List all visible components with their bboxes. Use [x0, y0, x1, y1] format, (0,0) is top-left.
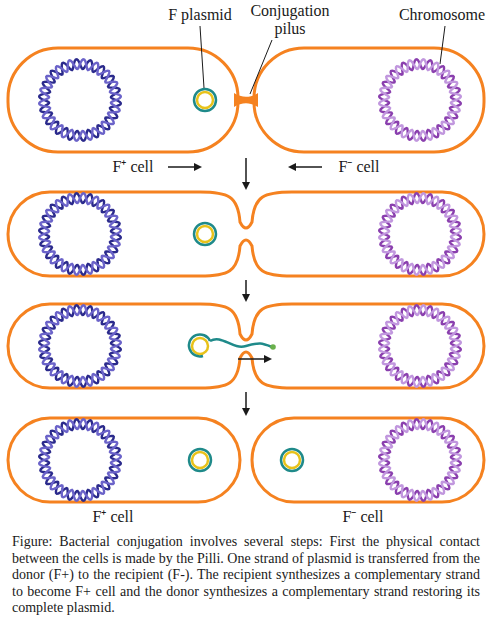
- transferred-strand: [210, 339, 272, 347]
- chromosome: [39, 305, 121, 387]
- part-label: F plasmid: [150, 6, 250, 24]
- plasmid-strand: [197, 226, 213, 242]
- chromosome: [39, 419, 121, 501]
- plasmid-strand: [194, 89, 216, 111]
- chromosome: [39, 419, 121, 501]
- plasmid-strand: [284, 452, 300, 468]
- plasmid-strand: [197, 92, 213, 108]
- chromosome: [379, 193, 461, 275]
- recipient-cell: [254, 48, 484, 152]
- leader-line: [250, 40, 272, 94]
- cell-label: F⁻ cell: [330, 508, 396, 526]
- donor-cell: [8, 418, 240, 502]
- donor-cell: [8, 48, 238, 152]
- chromosome: [39, 193, 121, 275]
- chromosome: [39, 193, 121, 275]
- conjugation-pilus: [234, 93, 258, 107]
- leader-line: [440, 26, 445, 64]
- part-label: Chromosome: [392, 6, 492, 24]
- chromosome: [379, 193, 461, 275]
- plasmid-strand: [192, 452, 208, 468]
- step-arrow: [245, 392, 247, 414]
- chromosome: [379, 305, 461, 387]
- chromosome: [379, 419, 461, 501]
- cell-label: F⁺ cell: [100, 158, 166, 176]
- step-arrow: [245, 280, 247, 300]
- plasmid-strand: [189, 334, 210, 356]
- plasmid-strand: [189, 449, 211, 471]
- chromosome: [379, 59, 461, 141]
- part-label: Conjugation pilus: [240, 2, 340, 38]
- figure-caption: Figure: Bacterial conjugation involves s…: [12, 534, 480, 617]
- motion-arrow: [168, 166, 200, 168]
- chromosome: [379, 305, 461, 387]
- chromosome: [379, 59, 461, 141]
- mating-cells: [8, 304, 484, 388]
- recipient-cell: [252, 418, 484, 502]
- plasmid-strand: [192, 338, 208, 354]
- mating-cells: [8, 192, 484, 276]
- plasmid-strand: [281, 449, 303, 471]
- chromosome-group: [39, 59, 461, 501]
- chromosome: [39, 59, 121, 141]
- plasmid-strand: [194, 223, 216, 245]
- leader-line: [200, 26, 204, 88]
- strand-end: [270, 344, 276, 350]
- step-arrow: [245, 158, 247, 188]
- transfer-arrow: [238, 358, 270, 360]
- motion-arrow: [290, 166, 322, 168]
- chromosome: [39, 305, 121, 387]
- chromosome: [39, 59, 121, 141]
- cell-label: F⁺ cell: [80, 508, 146, 526]
- cell-label: F⁻ cell: [326, 158, 392, 176]
- chromosome: [379, 419, 461, 501]
